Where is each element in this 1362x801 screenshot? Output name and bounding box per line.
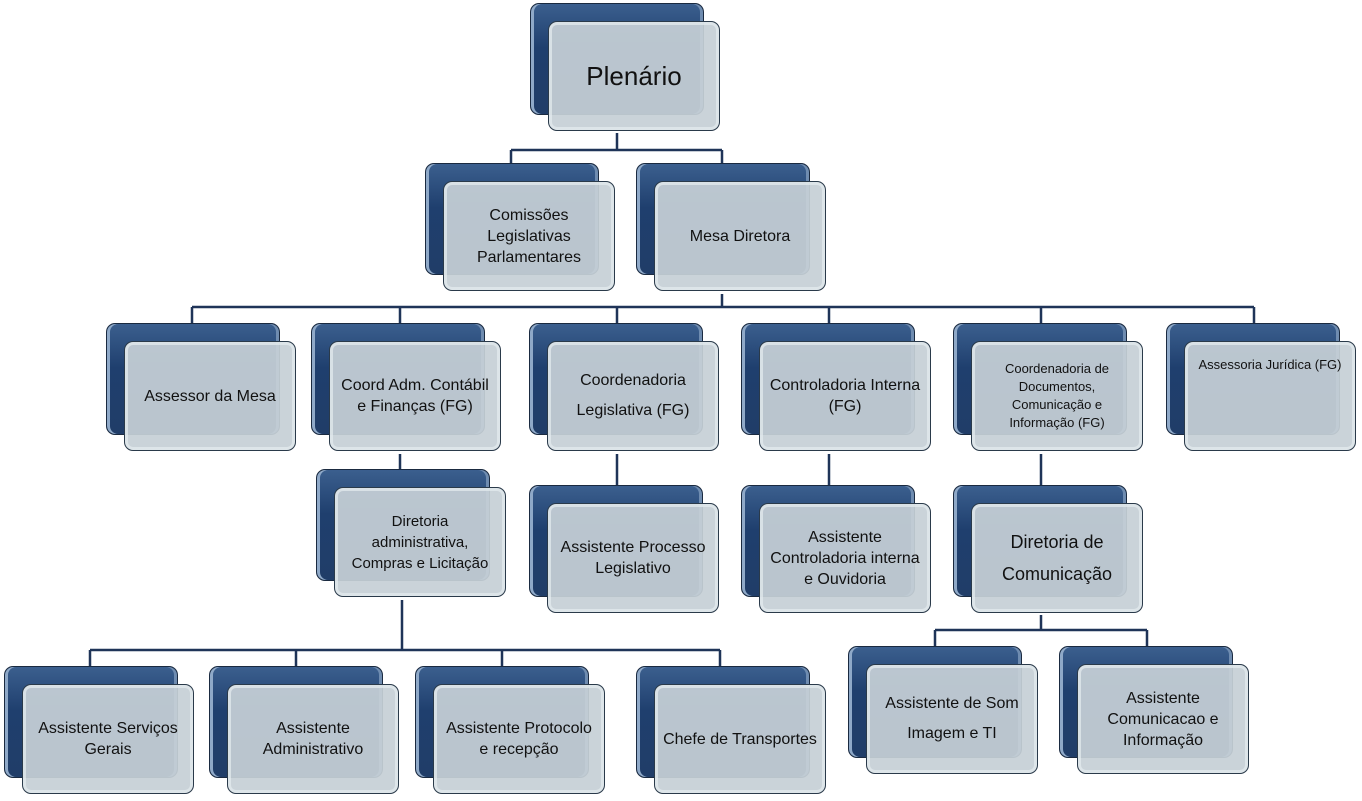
- node-comissoes: Comissões Legislativas Parlamentares: [425, 163, 617, 293]
- node-label: Assistente Controladoria interna e Ouvid…: [759, 503, 931, 613]
- node-label: Plenário: [548, 21, 720, 131]
- node-label: Mesa Diretora: [654, 181, 826, 291]
- node-controladoria: Controladoria Interna (FG): [741, 323, 933, 453]
- node-diretoria-adm: Diretoria administrativa, Compras e Lici…: [316, 469, 508, 599]
- node-assist-protocolo: Assistente Protocolo e recepção: [415, 666, 607, 796]
- node-assist-servicos: Assistente Serviços Gerais: [4, 666, 196, 796]
- node-label: Diretoria de Comunicação: [971, 503, 1143, 613]
- node-label: Assistente Administrativo: [227, 684, 399, 794]
- node-label: Assessoria Jurídica (FG): [1184, 341, 1356, 451]
- connector: [509, 133, 724, 163]
- node-chefe-transportes: Chefe de Transportes: [636, 666, 828, 796]
- node-plenario: Plenário: [530, 3, 722, 133]
- node-label: Coordenadoria de Documentos, Comunicação…: [971, 341, 1143, 451]
- node-label: Diretoria administrativa, Compras e Lici…: [334, 487, 506, 597]
- connector: [398, 454, 1043, 485]
- node-coord-adm: Coord Adm. Contábil e Finanças (FG): [311, 323, 503, 453]
- node-mesa-diretora: Mesa Diretora: [636, 163, 828, 293]
- connector: [190, 294, 1256, 323]
- node-label: Assistente Serviços Gerais: [22, 684, 194, 794]
- node-diretoria-comunicacao: Diretoria de Comunicação: [953, 485, 1145, 615]
- connector: [88, 600, 722, 666]
- node-assessor-mesa: Assessor da Mesa: [106, 323, 298, 453]
- node-label: Controladoria Interna (FG): [759, 341, 931, 451]
- node-label: Assistente Comunicacao e Informação: [1077, 664, 1249, 774]
- node-coord-documentos: Coordenadoria de Documentos, Comunicação…: [953, 323, 1145, 453]
- node-label: Assistente de Som Imagem e TI: [866, 664, 1038, 774]
- node-assist-administrativo: Assistente Administrativo: [209, 666, 401, 796]
- node-label: Coordenadoria Legislativa (FG): [547, 341, 719, 451]
- node-assist-som: Assistente de Som Imagem e TI: [848, 646, 1040, 776]
- node-label: Assistente Protocolo e recepção: [433, 684, 605, 794]
- node-label: Comissões Legislativas Parlamentares: [443, 181, 615, 291]
- node-label: Chefe de Transportes: [654, 684, 826, 794]
- connector: [933, 615, 1149, 646]
- node-assist-comunicacao: Assistente Comunicacao e Informação: [1059, 646, 1251, 776]
- node-label: Coord Adm. Contábil e Finanças (FG): [329, 341, 501, 451]
- node-label: Assessor da Mesa: [124, 341, 296, 451]
- node-assessoria-juridica: Assessoria Jurídica (FG): [1166, 323, 1358, 453]
- node-label: Assistente Processo Legislativo: [547, 503, 719, 613]
- node-coord-legislativa: Coordenadoria Legislativa (FG): [529, 323, 721, 453]
- node-assist-processo: Assistente Processo Legislativo: [529, 485, 721, 615]
- node-assist-controladoria: Assistente Controladoria interna e Ouvid…: [741, 485, 933, 615]
